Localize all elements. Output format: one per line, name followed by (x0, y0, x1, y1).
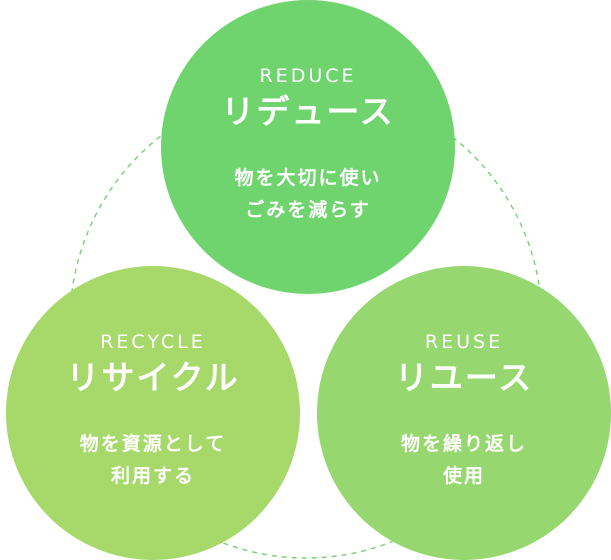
reduce-description-line-2: ごみを減らす (245, 199, 371, 221)
recycle-circle: RECYCLE リサイクル 物を資源として 利用する (6, 266, 300, 560)
reuse-circle: REUSE リユース 物を繰り返し 使用 (317, 266, 611, 560)
reuse-japanese-title: リユース (394, 358, 534, 397)
recycle-japanese-title: リサイクル (66, 358, 240, 397)
reuse-english-label: REUSE (424, 331, 504, 353)
reduce-english-label: REDUCE (259, 65, 357, 87)
recycle-english-label: RECYCLE (100, 331, 206, 353)
reduce-circle: REDUCE リデュース 物を大切に使い ごみを減らす (161, 0, 455, 294)
recycle-description-line-1: 物を資源として (79, 433, 227, 455)
reuse-description-line-1: 物を繰り返し (400, 433, 527, 455)
recycle-description: 物を資源として 利用する (6, 428, 300, 492)
reuse-description: 物を繰り返し 使用 (317, 428, 611, 492)
reduce-description: 物を大切に使い ごみを減らす (161, 162, 455, 226)
reduce-description-line-1: 物を大切に使い (234, 167, 382, 189)
reduce-japanese-title: リデュース (221, 92, 395, 131)
reuse-description-line-2: 使用 (442, 465, 485, 487)
recycle-description-line-2: 利用する (110, 465, 195, 487)
